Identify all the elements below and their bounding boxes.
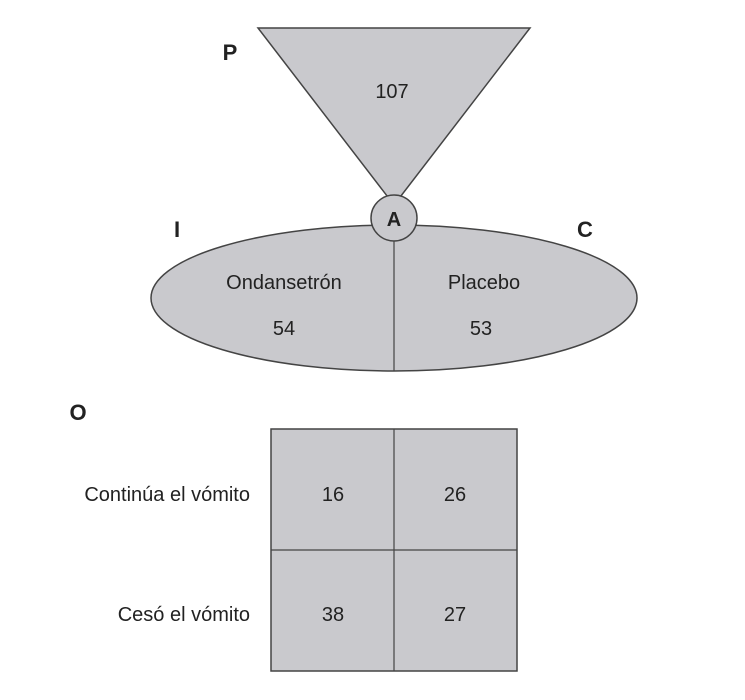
cell-stopped-ondansetron: 38 xyxy=(322,604,344,626)
control-n: 53 xyxy=(470,318,492,340)
label-i: I xyxy=(174,217,180,242)
row-label-stopped: Cesó el vómito xyxy=(118,604,250,626)
intervention-n: 54 xyxy=(273,318,295,340)
control-name: Placebo xyxy=(448,272,520,294)
label-p: P xyxy=(223,40,238,65)
cell-continues-placebo: 26 xyxy=(444,484,466,506)
cell-continues-ondansetron: 16 xyxy=(322,484,344,506)
cell-stopped-placebo: 27 xyxy=(444,604,466,626)
population-total: 107 xyxy=(375,81,408,103)
label-c: C xyxy=(577,217,593,242)
label-a: A xyxy=(387,209,401,231)
intervention-name: Ondansetrón xyxy=(226,272,342,294)
allocation-circle xyxy=(370,194,418,242)
label-o: O xyxy=(69,400,86,425)
population-triangle xyxy=(256,27,532,207)
row-label-continues: Continúa el vómito xyxy=(84,484,250,506)
